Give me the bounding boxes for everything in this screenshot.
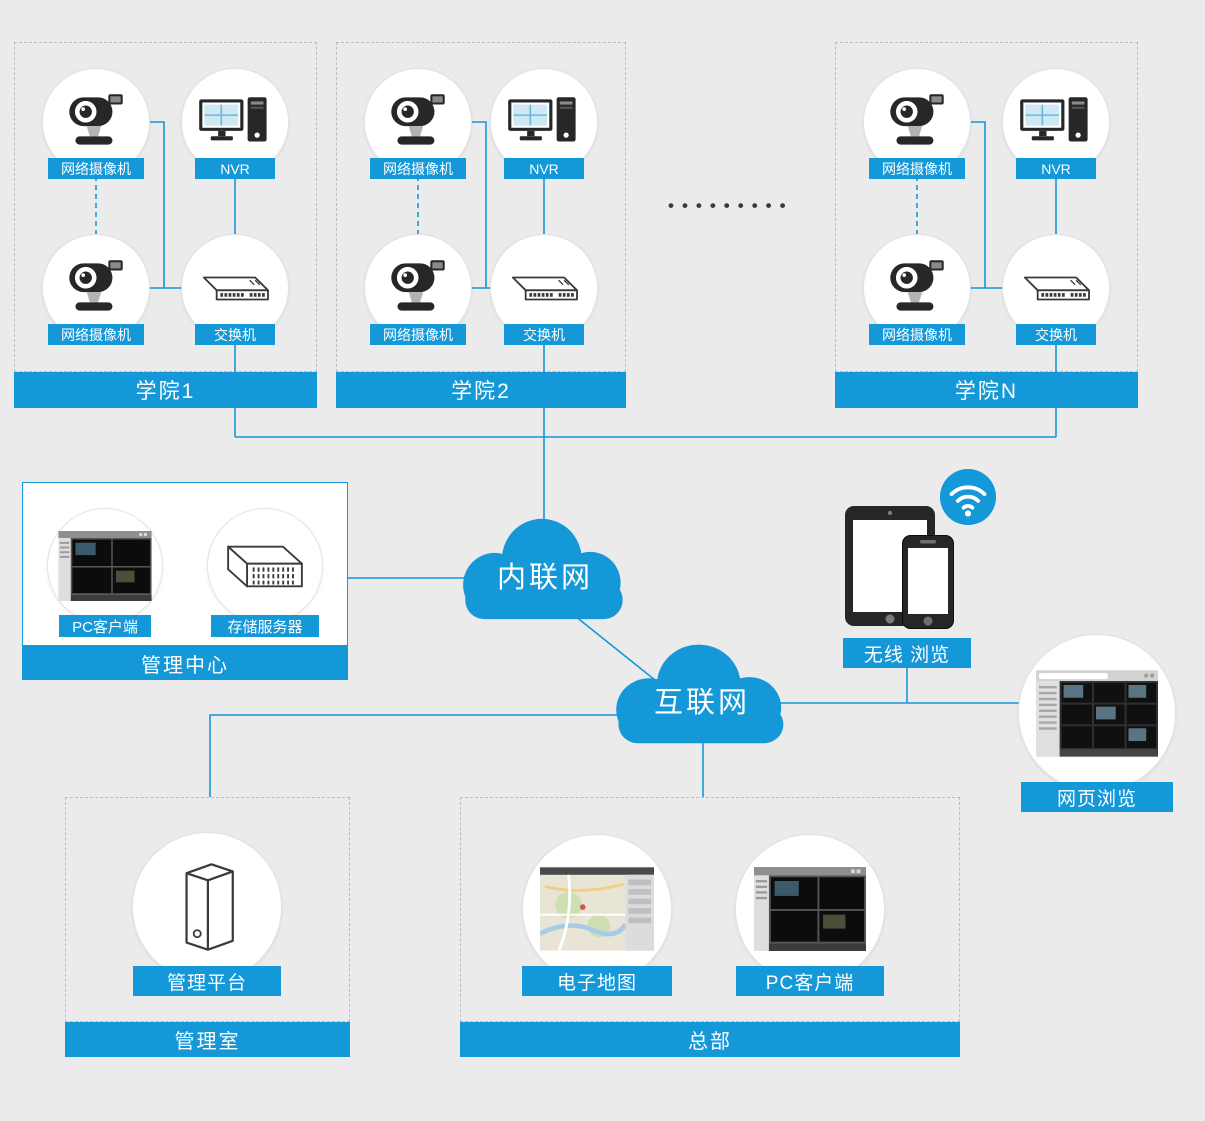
browser-icon: [1036, 670, 1158, 757]
college-2-switch-label: 交换机: [504, 324, 584, 345]
switch-icon: [1012, 270, 1100, 307]
management-room-body: [65, 797, 350, 1022]
hq-pc-client-label: PC客户端: [736, 966, 884, 996]
college-2-camera-top-label: 网络摄像机: [370, 158, 466, 179]
pc-client-icon: [754, 867, 866, 951]
management-platform-node: [132, 832, 282, 982]
college-2-banner: 学院2: [336, 372, 626, 408]
e-map-label: 电子地图: [522, 966, 672, 996]
college-1-nvr-label: NVR: [195, 158, 275, 179]
e-map-node: [522, 834, 672, 984]
headquarters-body: [460, 797, 960, 1022]
tower-server-icon: [167, 857, 247, 957]
headquarters-region: 总部: [460, 797, 960, 1057]
phone-icon: [901, 534, 955, 630]
college-1-body: [14, 42, 317, 372]
college-1-region: 学院1: [14, 42, 317, 408]
college-2-nvr-label: NVR: [504, 158, 584, 179]
nvr-icon: [506, 93, 582, 152]
web-browse-node: [1018, 634, 1176, 792]
map-icon: [540, 867, 654, 951]
college-n-switch-label: 交换机: [1016, 324, 1096, 345]
management-room-region: 管理室: [65, 797, 350, 1057]
college-n-camera-top-label: 网络摄像机: [869, 158, 965, 179]
nvr-icon: [197, 93, 273, 152]
hq-pc-client-node: [735, 834, 885, 984]
camera-icon: [59, 255, 133, 321]
storage-server-icon: [213, 537, 317, 596]
college-2-region: 学院2: [336, 42, 626, 408]
camera-icon: [381, 89, 455, 155]
camera-icon: [880, 255, 954, 321]
college-1-camera-bottom-label: 网络摄像机: [48, 324, 144, 345]
more-colleges-ellipsis: •••••••••: [668, 196, 794, 215]
college-1-switch-label: 交换机: [195, 324, 275, 345]
college-2-body: [336, 42, 626, 372]
intranet-cloud: 内联网: [440, 506, 650, 634]
headquarters-banner: 总部: [460, 1022, 960, 1057]
pc-client-icon: [58, 531, 152, 601]
web-browse-label: 网页浏览: [1021, 782, 1173, 812]
internet-cloud: 互联网: [592, 632, 812, 758]
wireless-browse-label: 无线 浏览: [843, 638, 971, 668]
college-n-region: 学院N: [835, 42, 1138, 408]
internet-label: 互联网: [653, 687, 750, 720]
intranet-label: 内联网: [496, 562, 593, 595]
college-1-banner: 学院1: [14, 372, 317, 408]
camera-icon: [880, 89, 954, 155]
management-center-banner: 管理中心: [22, 646, 348, 680]
management-platform-label: 管理平台: [133, 966, 281, 996]
college-n-body: [835, 42, 1138, 372]
pc-client-label: PC客户端: [59, 615, 151, 637]
pc-client-node: [47, 508, 163, 624]
switch-icon: [191, 270, 279, 307]
camera-icon: [59, 89, 133, 155]
camera-icon: [381, 255, 455, 321]
switch-icon: [500, 270, 588, 307]
college-n-banner: 学院N: [835, 372, 1138, 408]
storage-server-node: [207, 508, 323, 624]
college-1-camera-top-label: 网络摄像机: [48, 158, 144, 179]
college-2-camera-bottom-label: 网络摄像机: [370, 324, 466, 345]
wifi-icon: [939, 468, 997, 526]
nvr-icon: [1018, 93, 1094, 152]
college-n-nvr-label: NVR: [1016, 158, 1096, 179]
storage-server-label: 存储服务器: [211, 615, 319, 637]
college-n-camera-bottom-label: 网络摄像机: [869, 324, 965, 345]
management-room-banner: 管理室: [65, 1022, 350, 1057]
